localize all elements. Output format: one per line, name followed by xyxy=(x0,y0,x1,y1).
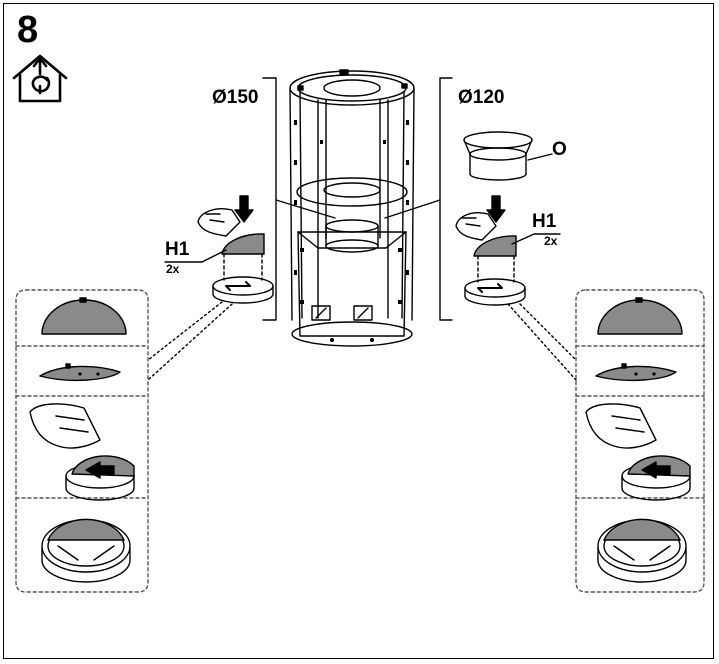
left-valve-assembly xyxy=(147,195,274,381)
right-detail-panel xyxy=(575,289,705,593)
left-detail-panel xyxy=(15,289,149,593)
right-valve-assembly xyxy=(455,195,577,381)
reducer-adapter xyxy=(463,131,553,181)
diameter-150-label: Ø150 xyxy=(212,87,259,108)
hood-chimney xyxy=(289,69,415,347)
page-frame xyxy=(3,3,714,659)
part-h1-left-label: H1 xyxy=(165,239,190,260)
step-number: 8 xyxy=(17,9,39,51)
part-o-label: O xyxy=(552,139,567,160)
qty-left-label: 2x xyxy=(166,262,180,276)
part-h1-right-label: H1 xyxy=(532,211,557,232)
qty-right-label: 2x xyxy=(544,234,558,248)
house-recirculation-icon xyxy=(12,54,68,103)
diameter-120-bracket xyxy=(384,77,453,321)
diameter-120-label: Ø120 xyxy=(458,87,505,108)
diameter-150-bracket xyxy=(262,77,336,321)
